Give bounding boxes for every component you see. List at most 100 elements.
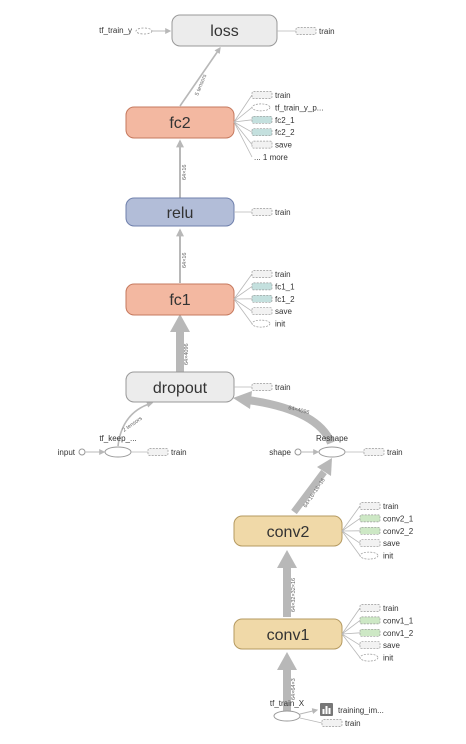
node-reshape[interactable]: Reshape (316, 434, 349, 458)
aux-node-conv2-4[interactable]: init (341, 530, 394, 561)
edge-arrowhead-conv2-reshape (317, 458, 332, 476)
aux-label: ... 1 more (254, 153, 288, 162)
node-loss[interactable]: loss (171, 14, 278, 47)
aux-edge (341, 632, 361, 635)
node-tf-train-y[interactable]: tf_train_y (99, 26, 172, 35)
aux-label: train (383, 604, 399, 613)
aux-shape (147, 448, 169, 456)
aux-node-tf-train-x-0[interactable]: train (299, 717, 361, 728)
aux-node-conv1-3[interactable]: save (341, 633, 400, 650)
node-conv1[interactable]: conv1 (233, 618, 343, 650)
aux-edge (233, 286, 253, 300)
node-tf-train-y-label: tf_train_y (99, 26, 132, 35)
aux-node-fc1-0[interactable]: train (233, 270, 291, 300)
node-reshape-label: Reshape (316, 434, 349, 443)
aux-node-conv2-0[interactable]: train (341, 502, 399, 532)
aux-node-conv1-2[interactable]: conv1_2 (341, 629, 414, 638)
edge-arrowhead-reshape-dropout (233, 391, 252, 409)
aux-node-fc1-1[interactable]: fc1_1 (233, 282, 295, 300)
node-conv2-label: conv2 (267, 524, 310, 541)
aux-node-reshape-0[interactable]: train (345, 448, 403, 457)
aux-shape (251, 128, 273, 137)
aux-node-tf-keep-0[interactable]: train (131, 448, 187, 457)
node-tf-train-x[interactable]: tf_train_X (270, 699, 305, 722)
aux-node-fc2-2[interactable]: fc2_1 (233, 115, 295, 125)
aux-node-fc2-5[interactable]: ... 1 more (233, 121, 288, 162)
aux-label: conv1_2 (383, 629, 414, 638)
aux-edge (233, 121, 253, 145)
edge-reshape-dropout[interactable] (247, 396, 335, 445)
edge-label-fc2-loss: 5 tensors (194, 73, 208, 96)
aux-node-conv2-3[interactable]: save (341, 530, 400, 548)
node-training-im-label: training_im... (338, 706, 384, 715)
aux-nodes-layer: traintraintf_train_y_p...fc2_1fc2_2save.… (131, 27, 414, 728)
aux-node-conv1-0[interactable]: train (341, 604, 399, 635)
aux-label: fc1_2 (275, 295, 295, 304)
node-shape[interactable]: shape (269, 448, 320, 457)
aux-edge (233, 121, 253, 133)
aux-node-fc1-2[interactable]: fc1_2 (233, 295, 295, 304)
aux-node-conv2-1[interactable]: conv2_1 (341, 514, 414, 532)
aux-node-conv2-2[interactable]: conv2_2 (341, 527, 414, 536)
node-training-im[interactable]: training_im... (299, 703, 384, 716)
aux-shape (359, 604, 381, 612)
aux-edge (341, 530, 361, 556)
edge-keep-dropout[interactable] (117, 401, 154, 447)
aux-edge (341, 620, 361, 635)
node-input[interactable]: input (58, 448, 106, 457)
aux-node-loss-0[interactable]: train (277, 27, 335, 36)
aux-node-dropout-0[interactable]: train (234, 383, 291, 392)
aux-shape (251, 115, 273, 124)
aux-label: train (387, 448, 403, 457)
aux-edge (233, 94, 253, 123)
aux-edge (341, 607, 361, 635)
aux-node-conv1-1[interactable]: conv1_1 (341, 616, 414, 635)
aux-edge (341, 530, 361, 544)
aux-label: train (275, 208, 291, 217)
node-conv2[interactable]: conv2 (233, 515, 343, 547)
aux-edge (341, 633, 361, 658)
aux-shape (363, 448, 385, 456)
edge-label-fc1-relu: 64×16 (182, 253, 188, 268)
aux-label: init (275, 320, 286, 329)
node-dropout[interactable]: dropout (125, 371, 235, 403)
node-relu[interactable]: relu (125, 197, 235, 227)
edge-arrowhead-x-conv1 (277, 652, 297, 670)
aux-label: train (275, 383, 291, 392)
edge-fc2-loss[interactable] (179, 46, 221, 107)
aux-edge (341, 633, 361, 646)
aux-node-fc2-0[interactable]: train (233, 91, 291, 123)
edge-conv2-reshape[interactable] (291, 469, 327, 515)
node-conv1-label: conv1 (267, 627, 310, 644)
aux-label: tf_train_y_p... (275, 103, 323, 112)
edge-arrowhead-conv1-conv2 (277, 550, 297, 568)
aux-edge (233, 298, 253, 312)
aux-node-conv1-4[interactable]: init (341, 633, 394, 663)
aux-shape (359, 514, 381, 523)
aux-shape (251, 270, 273, 278)
aux-shape (251, 91, 273, 99)
node-tf-train-x-label: tf_train_X (270, 699, 305, 708)
aux-edge (341, 505, 361, 532)
aux-node-fc1-3[interactable]: save (233, 298, 292, 316)
aux-label: fc2_1 (275, 116, 295, 125)
aux-shape (295, 27, 317, 35)
aux-shape (321, 719, 343, 727)
aux-node-fc2-3[interactable]: fc2_2 (233, 121, 295, 137)
aux-label: save (275, 141, 292, 150)
aux-node-relu-0[interactable]: train (234, 208, 291, 217)
aux-shape (359, 539, 381, 548)
aux-group-reshape: train (345, 448, 403, 457)
aux-label: conv1_1 (383, 616, 414, 625)
aux-node-fc1-4[interactable]: init (233, 298, 286, 329)
node-fc1[interactable]: fc1 (125, 283, 235, 316)
aux-node-fc2-1[interactable]: tf_train_y_p... (233, 103, 323, 123)
aux-node-fc2-4[interactable]: save (233, 121, 292, 150)
aux-label: conv2_2 (383, 527, 414, 536)
node-fc2[interactable]: fc2 (125, 106, 235, 139)
aux-shape (359, 616, 381, 625)
node-fc2-label: fc2 (169, 115, 190, 132)
